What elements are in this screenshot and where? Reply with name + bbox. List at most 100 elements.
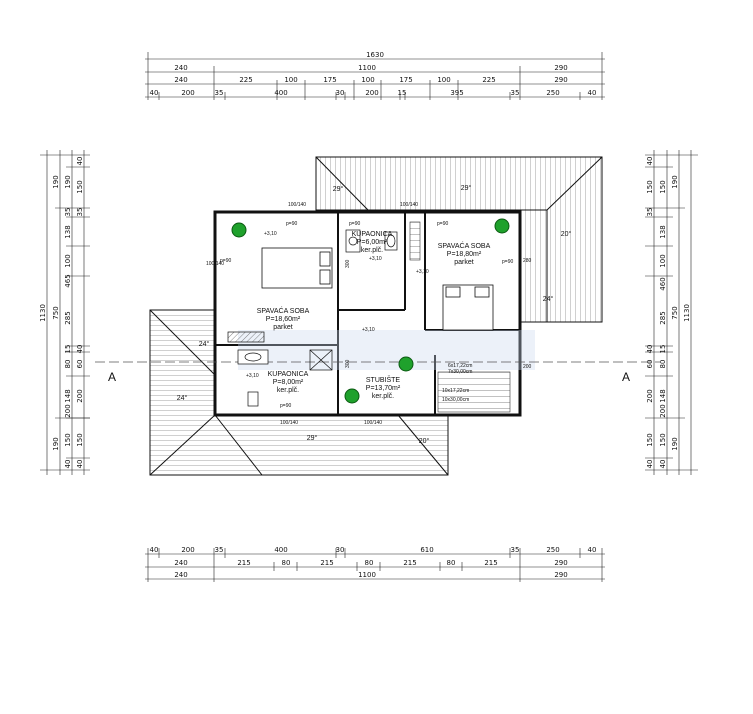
room-name: SPAVAĆA SOBA (257, 306, 310, 315)
left-dimension-labels: 1130 190 750 190 190 35 138 100 465 285 … (39, 157, 84, 469)
dim-label: 150 (76, 433, 84, 446)
plant-icon (398, 356, 414, 372)
dim-label: 190 (52, 175, 60, 188)
dim-label: 150 (646, 433, 654, 446)
dim-label: 150 (659, 180, 667, 193)
stair-note: 10x30,00cm (442, 397, 469, 403)
section-mark-left: A (108, 370, 116, 384)
level-mark: +3,10 (362, 327, 375, 333)
dim-label: 148 (64, 389, 72, 402)
dim-label: 138 (64, 225, 72, 238)
dim-label: 1130 (39, 304, 47, 322)
dim-label: 40 (659, 460, 667, 469)
opening-label: p=90 (286, 221, 297, 227)
dim-label: 250 (546, 546, 559, 554)
dim-label: 215 (320, 559, 333, 567)
dim-label: 215 (484, 559, 497, 567)
window-label: 100/140 (280, 420, 298, 426)
window-label: 100/140 (364, 420, 382, 426)
opening-labels: p=90 p=90 p=90 p=90 p=90 p=90 (220, 221, 513, 409)
exterior-walls (213, 210, 522, 417)
dim-label: 35 (64, 208, 72, 217)
window-label: 100/140 (400, 202, 418, 208)
stair-note: 10x17,22cm (442, 388, 469, 394)
dim-label: 40 (150, 89, 159, 97)
room-floor: parket (273, 324, 293, 331)
dim-label: 190 (64, 175, 72, 188)
dim-label: 60 (646, 360, 654, 369)
room-floor: ker.plč. (361, 247, 383, 254)
dim-label: 60 (76, 360, 84, 369)
top-dimension-labels: 1630 240 1100 290 240 225 100 175 100 17… (150, 51, 597, 97)
dim-label: 150 (646, 180, 654, 193)
bottom-dimension-labels: 40 200 35 400 30 610 35 250 40 240 215 8… (150, 546, 597, 579)
room-area: P=8,00m² (273, 379, 304, 386)
dim-label: 240 (174, 76, 187, 84)
dim-label: 240 (174, 559, 187, 567)
dim-label: 290 (554, 571, 567, 579)
dim-label: 40 (64, 460, 72, 469)
dim-label: 190 (52, 437, 60, 450)
sill-label: 300 (345, 259, 351, 268)
dim-label: 40 (76, 460, 84, 469)
level-mark: +3,10 (246, 373, 259, 379)
dim-label: 100 (64, 254, 72, 267)
dim-label: 15 (398, 89, 407, 97)
left-dimensions (40, 150, 90, 475)
room-floor: ker.plč. (372, 393, 394, 400)
dim-label: 80 (282, 559, 291, 567)
plant-icon (231, 222, 247, 238)
window-labels: 100/140 100/140 100/140 100/140 100/140 (206, 202, 418, 426)
room-name: KUPAONICA (352, 231, 393, 238)
plant-icon (494, 218, 510, 234)
window-label: 100/140 (288, 202, 306, 208)
dim-label: 200 (646, 389, 654, 402)
section-mark-right: A (622, 370, 630, 384)
level-marks: +3,10 +3,10 +3,10 +3,10 +3,10 (246, 231, 429, 379)
staircase (409, 221, 511, 413)
room-area: P=18,80m² (447, 251, 482, 258)
dim-label: 225 (239, 76, 252, 84)
dim-label: 100 (284, 76, 297, 84)
roof-slope: 24° (177, 394, 188, 402)
dim-label: 35 (646, 208, 654, 217)
sill-label: 300 (345, 359, 351, 368)
bed-left (261, 247, 333, 289)
dim-label: 610 (420, 546, 433, 554)
dim-label: 175 (323, 76, 336, 84)
dim-label: 40 (76, 345, 84, 354)
dim-label: 200 (181, 89, 194, 97)
dim-label: 285 (659, 311, 667, 324)
dim-label: 35 (511, 546, 520, 554)
dim-label: 400 (274, 89, 287, 97)
dim-label: 40 (646, 157, 654, 166)
dim-label: 148 (659, 389, 667, 402)
dim-label: 225 (482, 76, 495, 84)
right-dimension-labels: 1130 190 750 190 150 138 100 460 285 15 … (646, 157, 691, 469)
room-floor: ker.plč. (277, 387, 299, 394)
bottom-dimensions (145, 548, 605, 582)
dim-label: 395 (450, 89, 463, 97)
dim-label: 460 (659, 277, 667, 290)
room-labels: SPAVAĆA SOBA P=18,60m² parket KUPAONICA … (257, 231, 491, 400)
right-dimensions (645, 150, 698, 475)
roof-slope: 29° (333, 185, 344, 193)
dim-label: 1100 (358, 64, 376, 72)
roof-slope: 24° (543, 295, 554, 303)
dim-label: 200 (365, 89, 378, 97)
level-mark: +3,10 (264, 231, 277, 237)
dim-label: 138 (659, 225, 667, 238)
dim-label: 190 (671, 437, 679, 450)
roof-slope: 29° (461, 184, 472, 192)
opening-label: p=90 (349, 221, 360, 227)
room-name: STUBIŠTE (366, 375, 401, 384)
stair-note: 7x30,00cm (448, 369, 472, 375)
dim-label: 290 (554, 559, 567, 567)
room-floor: parket (454, 259, 474, 266)
dim-label: 1130 (683, 304, 691, 322)
dim-label: 175 (399, 76, 412, 84)
section-highlight (238, 330, 535, 370)
dim-label: 80 (659, 360, 667, 369)
stair-note: 6x17,22cm (448, 363, 472, 369)
